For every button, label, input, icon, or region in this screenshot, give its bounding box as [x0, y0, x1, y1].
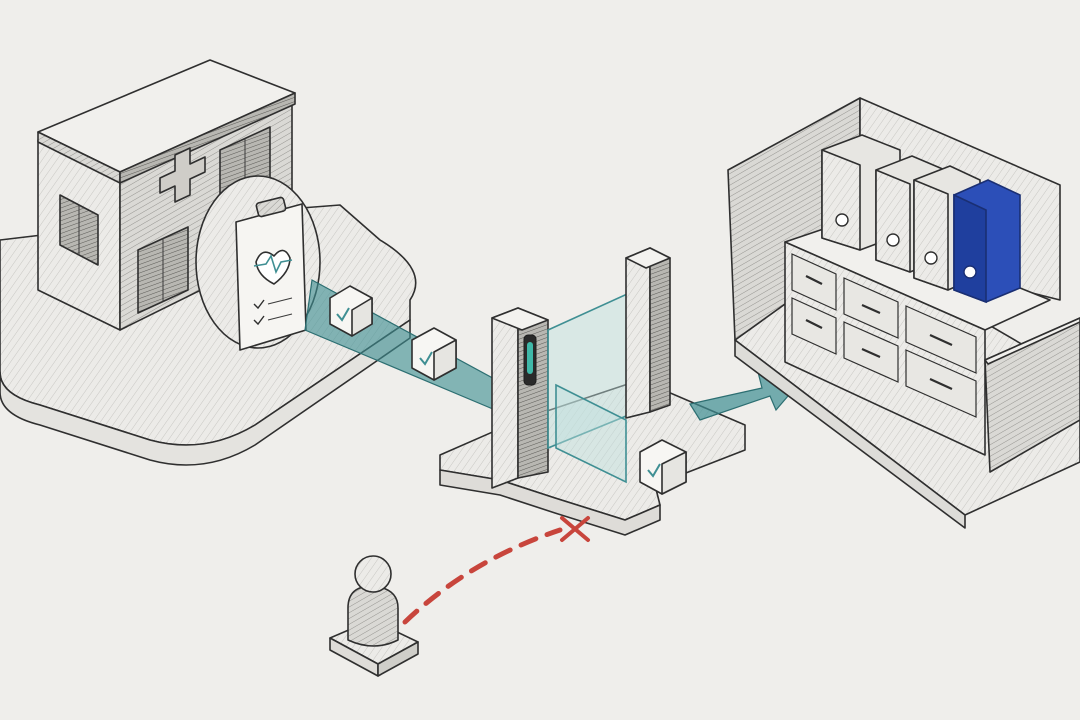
- data-flow-hospital-to-gate: [304, 279, 501, 413]
- checked-data-packet: [639, 439, 687, 495]
- blue-binder: [953, 179, 1021, 304]
- hospital-building-icon: [37, 59, 296, 331]
- medical-cross-icon: [159, 147, 206, 203]
- checked-data-packet: [329, 285, 373, 337]
- checked-data-packet: [411, 327, 457, 381]
- turnstile-gate-icon: [491, 247, 687, 495]
- blocked-access-path: [402, 516, 590, 625]
- person-icon: [329, 555, 419, 677]
- blocked-x-icon: [560, 516, 590, 542]
- filing-cabinet-icon: [727, 97, 1080, 529]
- clipboard-heart-icon: [195, 175, 321, 351]
